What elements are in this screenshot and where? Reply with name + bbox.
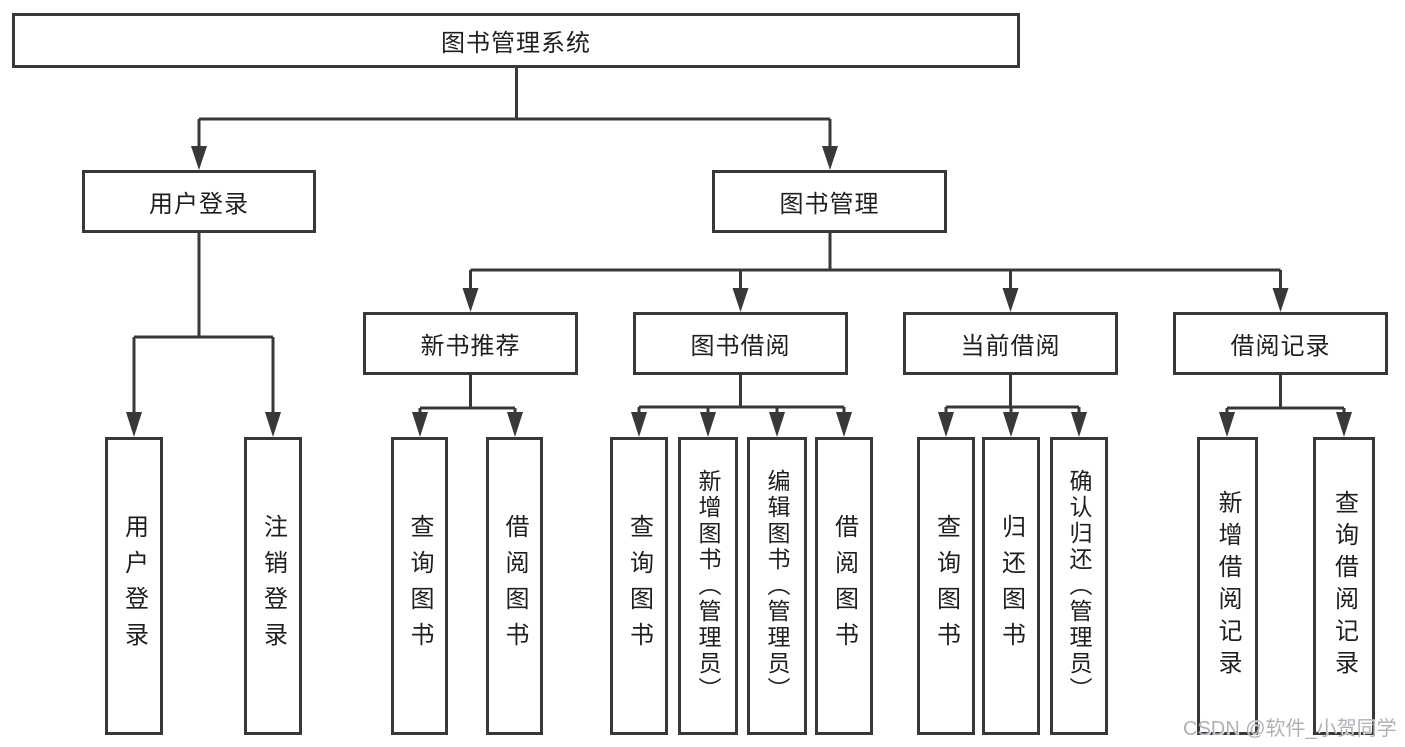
leaf-borrow-books-recommend: 借阅图书	[486, 437, 543, 735]
leaf-borrow-books: 借阅图书	[815, 437, 873, 735]
csdn-watermark: CSDN @软件_小贺同学	[1183, 718, 1397, 740]
connector-new-book-children	[412, 375, 523, 437]
connector-user-login-children	[126, 233, 281, 437]
node-new-book-recommend: 新书推荐	[363, 312, 578, 375]
leaf-query-books-current: 查询图书	[917, 437, 975, 735]
connector-book-borrow-children	[631, 375, 852, 437]
leaf-logout: 注销登录	[244, 437, 302, 735]
node-borrow-record: 借阅记录	[1173, 312, 1388, 375]
node-current-borrow: 当前借阅	[903, 312, 1118, 375]
node-book-borrow: 图书借阅	[633, 312, 848, 375]
connector-root-to-level2	[191, 68, 838, 170]
leaf-edit-books-admin: 编辑图书（管理员）	[747, 437, 807, 735]
connector-borrow-record-children	[1219, 375, 1352, 437]
leaf-confirm-return-admin: 确认归还（管理员）	[1050, 437, 1108, 735]
leaf-add-books-admin: 新增图书（管理员）	[678, 437, 738, 735]
leaf-query-borrow-record: 查询借阅记录	[1313, 437, 1375, 735]
leaf-add-borrow-record: 新增借阅记录	[1197, 437, 1258, 735]
leaf-query-books-recommend: 查询图书	[391, 437, 448, 735]
leaf-user-login: 用户登录	[105, 437, 163, 735]
connector-book-management-sections	[462, 233, 1289, 312]
node-root: 图书管理系统	[12, 13, 1020, 68]
node-user-login: 用户登录	[82, 170, 316, 233]
leaf-return-books: 归还图书	[982, 437, 1040, 735]
node-book-management: 图书管理	[712, 170, 947, 233]
connector-current-borrow-children	[938, 375, 1087, 437]
leaf-query-books-borrow: 查询图书	[610, 437, 668, 735]
